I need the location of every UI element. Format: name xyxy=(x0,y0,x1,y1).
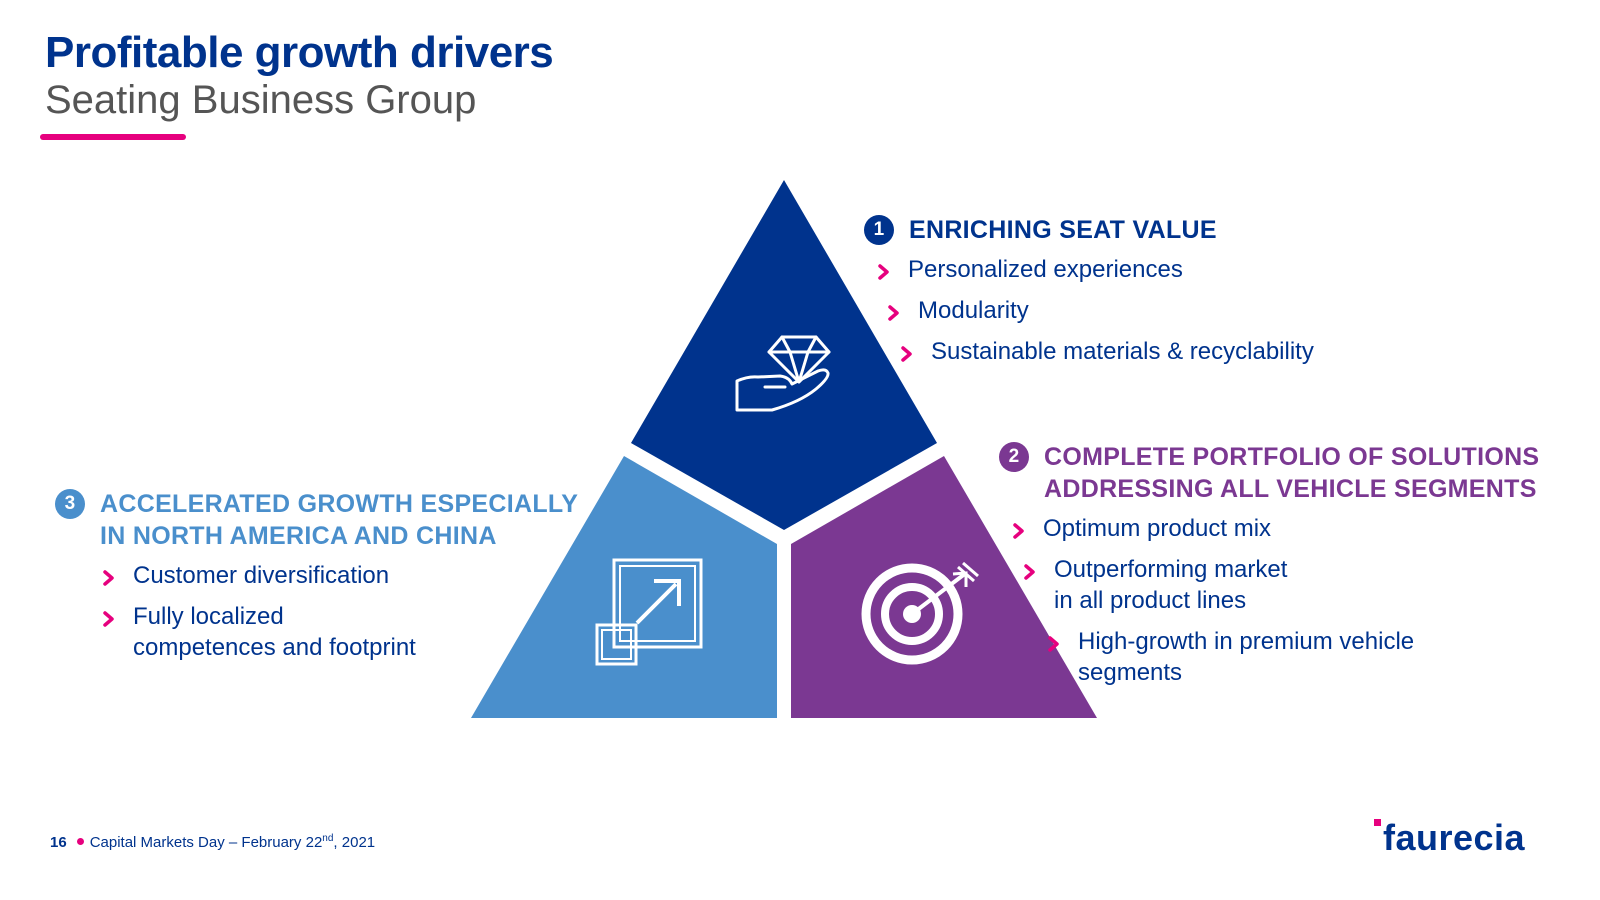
chevron-right-icon xyxy=(1048,636,1059,652)
bullet-text: High-growth in premium vehicle xyxy=(1078,628,1415,655)
number-badge: 1 xyxy=(864,215,894,245)
bullet-text: Fully localized xyxy=(133,603,284,630)
bullet-item: Fully localized competences and footprin… xyxy=(99,601,578,663)
bullet-text: Modularity xyxy=(918,297,1029,324)
slide-footer: 16 Capital Markets Day – February 22nd, 2… xyxy=(50,833,375,851)
diamond-hand-icon xyxy=(735,335,831,412)
bullet-item: Outperforming market in all product line… xyxy=(1020,554,1539,616)
target-arrow-icon xyxy=(861,561,979,665)
footer-event-text: Capital Markets Day – February 22 xyxy=(89,834,323,851)
chevron-right-icon xyxy=(878,264,889,280)
page-title: Profitable growth drivers xyxy=(45,28,554,77)
driver-heading: 2 COMPLETE PORTFOLIO OF SOLUTIONS ADDRES… xyxy=(999,441,1539,505)
bullet-text: in all product lines xyxy=(1054,587,1247,614)
bullet-item: Sustainable materials & recyclability xyxy=(897,336,1314,367)
bullet-text: Optimum product mix xyxy=(1043,515,1272,542)
pyramid-top-segment xyxy=(631,180,937,530)
bullet-item: High-growth in premium vehicle segments xyxy=(1044,626,1539,688)
bullet-item: Optimum product mix xyxy=(1009,513,1539,544)
bullet-item: Modularity xyxy=(884,295,1314,326)
page-number: 16 xyxy=(50,834,67,851)
bullet-text: segments xyxy=(1078,659,1183,686)
faurecia-logo: faurecia xyxy=(1374,817,1525,859)
footer-date-suffix: nd xyxy=(322,833,334,844)
driver-enriching-seat-value: 1 ENRICHING SEAT VALUE Personalized expe… xyxy=(864,214,1314,367)
driver-complete-portfolio: 2 COMPLETE PORTFOLIO OF SOLUTIONS ADDRES… xyxy=(999,441,1539,688)
driver-heading: 3 ACCELERATED GROWTH ESPECIALLY IN NORTH… xyxy=(55,488,578,552)
chevron-right-icon xyxy=(1024,564,1035,580)
bullet-text: Sustainable materials & recyclability xyxy=(931,338,1314,365)
title-underline xyxy=(40,134,186,140)
driver-accelerated-growth: 3 ACCELERATED GROWTH ESPECIALLY IN NORTH… xyxy=(55,488,578,663)
bullet-item: Customer diversification xyxy=(99,560,578,591)
chevron-right-icon xyxy=(1013,523,1024,539)
footer-year: , 2021 xyxy=(333,834,376,851)
chevron-right-icon xyxy=(103,611,114,627)
page-subtitle: Seating Business Group xyxy=(45,78,477,122)
driver-heading-line: ENRICHING SEAT VALUE xyxy=(909,216,1217,244)
driver-heading-line: ADDRESSING ALL VEHICLE SEGMENTS xyxy=(1044,475,1537,503)
chevron-right-icon xyxy=(888,305,899,321)
bullet-text: Outperforming market xyxy=(1054,556,1288,583)
number-badge: 3 xyxy=(55,489,85,519)
chevron-right-icon xyxy=(901,346,912,362)
logo-mark-icon xyxy=(1374,819,1381,826)
driver-heading-line: COMPLETE PORTFOLIO OF SOLUTIONS xyxy=(1044,443,1540,471)
number-badge: 2 xyxy=(999,442,1029,472)
driver-heading-line: IN NORTH AMERICA AND CHINA xyxy=(100,522,497,550)
chevron-right-icon xyxy=(103,570,114,586)
pyramid-left-segment xyxy=(471,456,777,718)
footer-dot-icon xyxy=(76,838,84,845)
bullet-text: Customer diversification xyxy=(133,562,390,589)
driver-heading-line: ACCELERATED GROWTH ESPECIALLY xyxy=(100,490,579,518)
bullet-text: competences and footprint xyxy=(133,634,416,661)
scale-up-arrow-icon xyxy=(595,558,703,666)
logo-text: faurecia xyxy=(1383,817,1526,858)
bullet-item: Personalized experiences xyxy=(874,254,1314,285)
driver-heading: 1 ENRICHING SEAT VALUE xyxy=(864,214,1314,246)
bullet-text: Personalized experiences xyxy=(908,256,1183,283)
